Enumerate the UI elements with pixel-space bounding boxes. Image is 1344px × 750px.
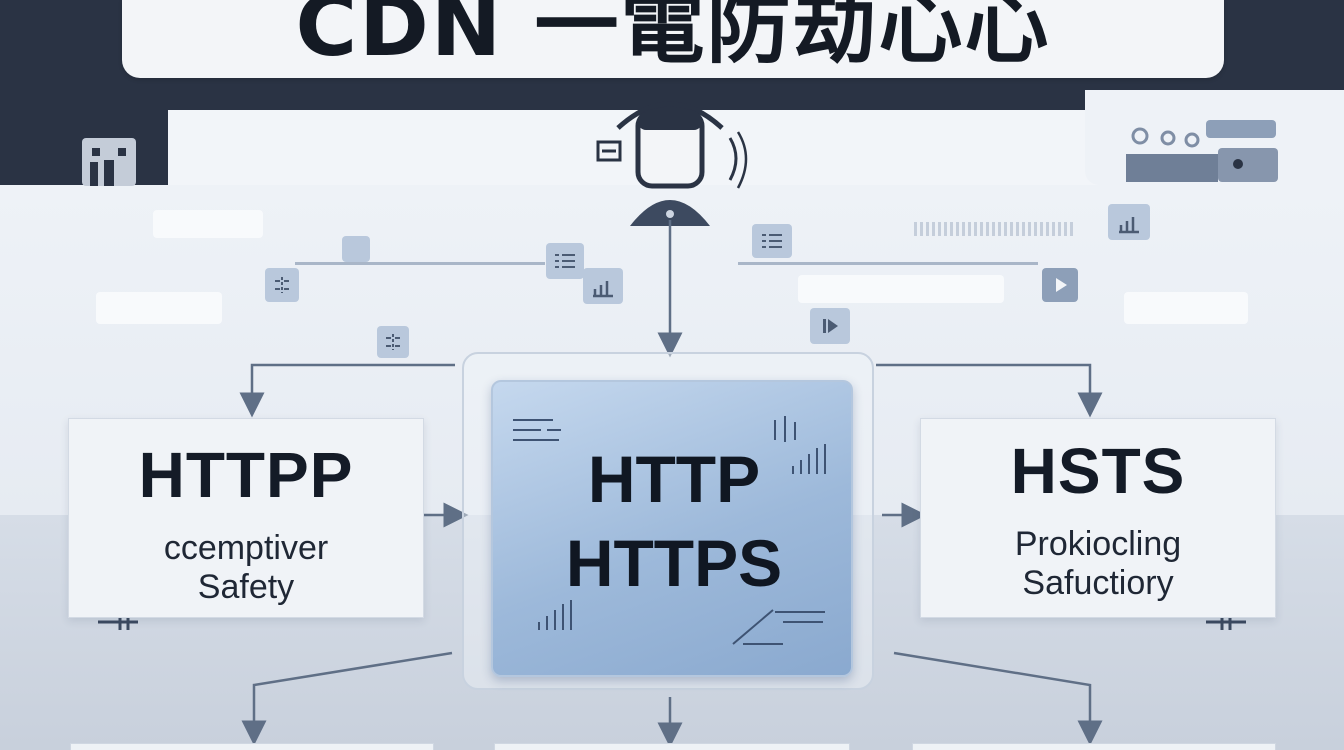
side-glyph-icon	[82, 138, 136, 186]
user-headset-icon	[590, 88, 750, 228]
node-http-https: HTTP HTTPS	[491, 380, 853, 677]
node-subtitle: ccemptiver	[163, 529, 329, 567]
node-label: HTTP	[587, 442, 761, 516]
placeholder-bar	[96, 292, 222, 324]
node-label: HSTS	[1010, 435, 1186, 507]
lower-node-right	[912, 743, 1276, 750]
control-panel-widget	[1126, 118, 1278, 184]
play-icon	[1042, 268, 1078, 302]
node-subtitle: Safety	[197, 568, 295, 607]
node-subtitle: Prokiocling	[1014, 525, 1182, 563]
title-card	[122, 0, 1224, 78]
slider-knob	[342, 236, 370, 262]
node-label: HTTPS	[565, 526, 783, 600]
sliders-icon	[265, 268, 299, 302]
bar-chart-icon	[583, 268, 623, 304]
rail-line	[295, 262, 545, 265]
node-hsts: HSTS Prokiocling Safuctiory	[920, 418, 1276, 618]
node-label: HTTPP	[138, 439, 354, 511]
decor-lines-icon	[513, 416, 826, 645]
play-icon	[810, 308, 850, 344]
list-icon	[752, 224, 792, 258]
sliders-icon	[377, 326, 409, 358]
rail-line	[738, 262, 1038, 265]
lower-node-center	[494, 743, 850, 750]
page-title: CDN 一電防劫心心	[295, 0, 1051, 75]
placeholder-bar	[1124, 292, 1248, 324]
lower-node-left	[70, 743, 434, 750]
list-icon	[546, 243, 584, 279]
bar-chart-icon	[1108, 204, 1150, 240]
node-subtitle: Safuctiory	[1022, 564, 1174, 603]
placeholder-bar	[153, 210, 263, 238]
dotted-scale	[914, 222, 1074, 236]
node-httpp: HTTPP ccemptiver Safety	[68, 418, 424, 618]
placeholder-bar	[798, 275, 1004, 303]
